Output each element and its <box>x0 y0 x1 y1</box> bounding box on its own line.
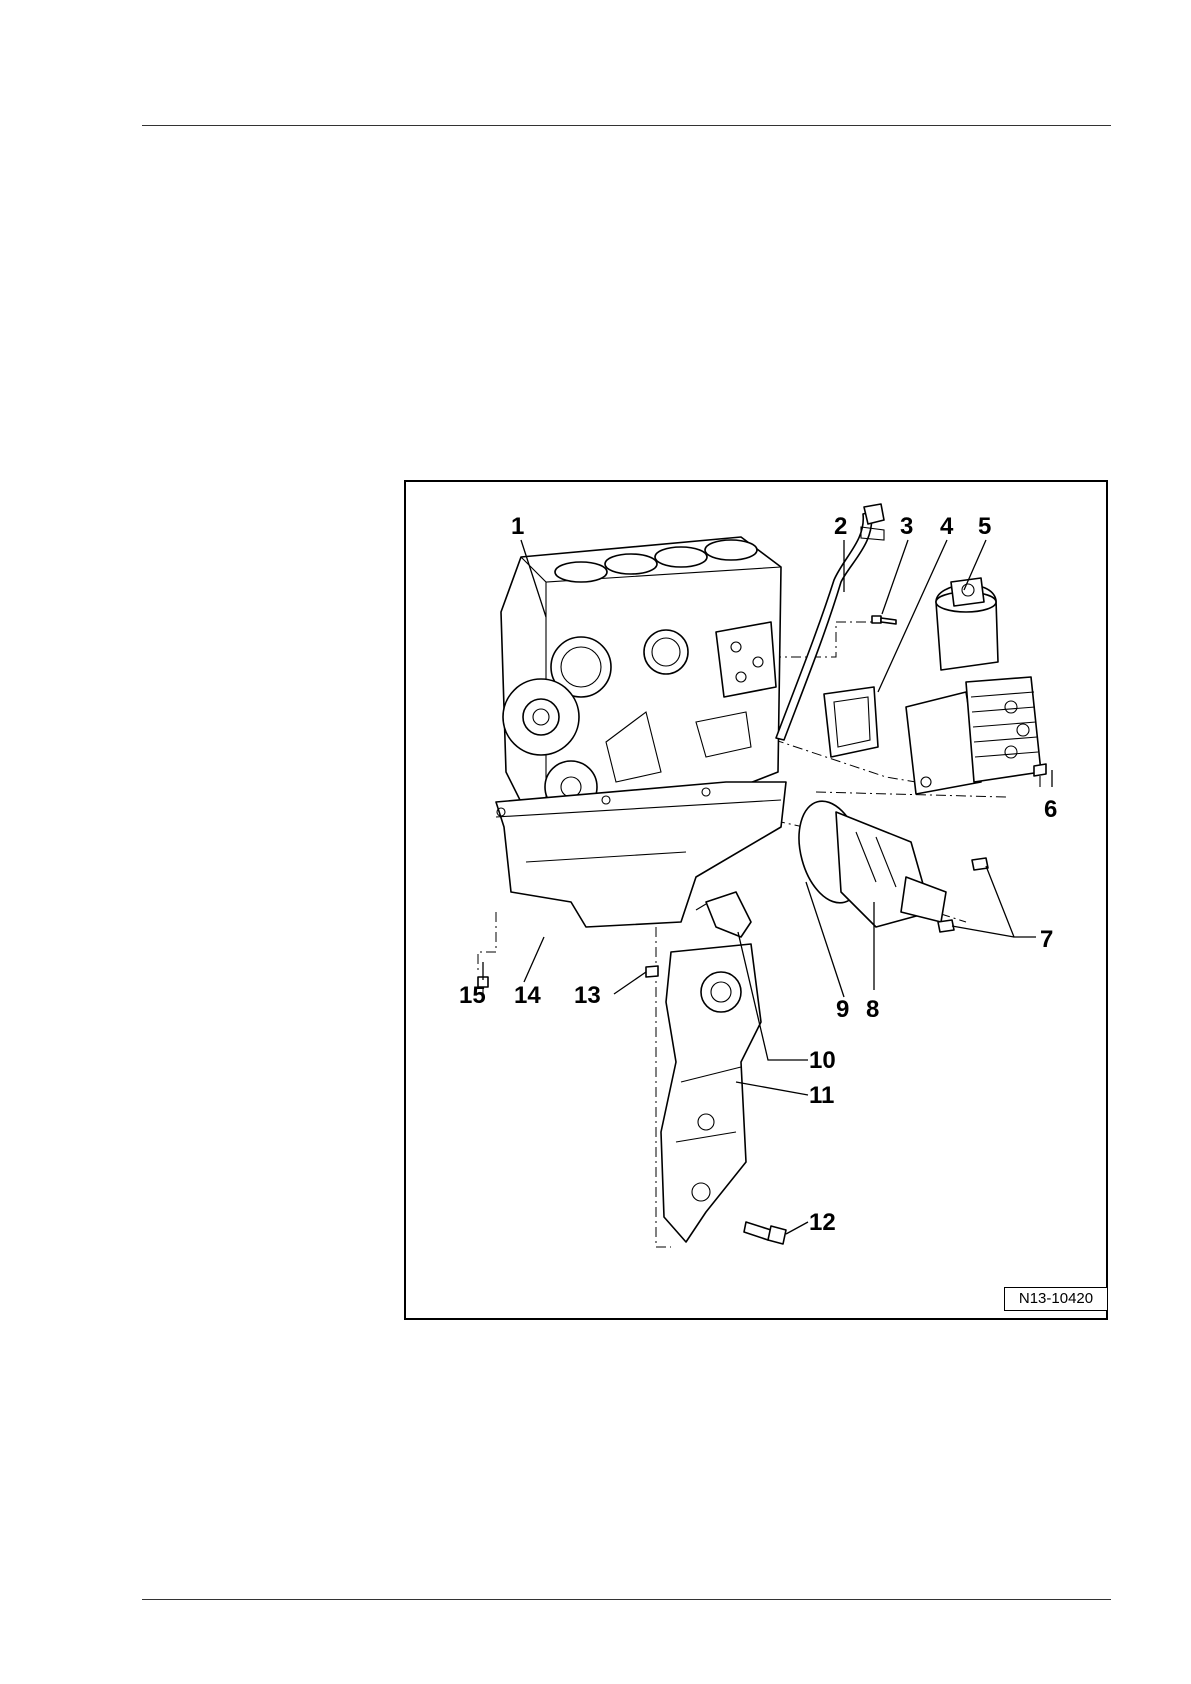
callout-14: 14 <box>514 982 541 1009</box>
exploded-engine-diagram: 1 2 3 4 5 6 7 8 9 10 11 12 13 14 15 N13-… <box>404 480 1108 1320</box>
figure-reference-code: N13-10420 <box>1004 1287 1108 1311</box>
oil-filter-housing <box>906 578 1041 794</box>
callout-2: 2 <box>834 513 847 540</box>
bolt-part-13 <box>646 966 658 977</box>
bolt-part-3 <box>872 616 896 624</box>
callout-10: 10 <box>809 1047 836 1074</box>
callout-5: 5 <box>978 513 991 540</box>
engine-block <box>501 537 781 813</box>
callout-8: 8 <box>866 996 879 1023</box>
sensor-part-10 <box>696 892 751 937</box>
accessory-bracket <box>661 944 761 1242</box>
callout-4: 4 <box>940 513 954 540</box>
header-rule <box>142 125 1111 126</box>
callout-15: 15 <box>459 982 486 1009</box>
callout-1: 1 <box>511 513 524 540</box>
callout-13: 13 <box>574 982 601 1009</box>
engine-illustration: 1 2 3 4 5 6 7 8 9 10 11 12 13 14 15 <box>406 482 1106 1318</box>
callout-3: 3 <box>900 513 913 540</box>
callout-11: 11 <box>809 1082 834 1109</box>
footer-rule <box>142 1599 1111 1600</box>
oil-filter-gasket <box>824 687 878 757</box>
bolt-part-12 <box>744 1222 786 1244</box>
callout-6: 6 <box>1044 796 1057 823</box>
coolant-pump <box>789 794 946 927</box>
callout-7: 7 <box>1040 926 1053 953</box>
bolt-part-6 <box>1034 764 1046 787</box>
callout-9: 9 <box>836 996 849 1023</box>
callout-12: 12 <box>809 1209 836 1236</box>
